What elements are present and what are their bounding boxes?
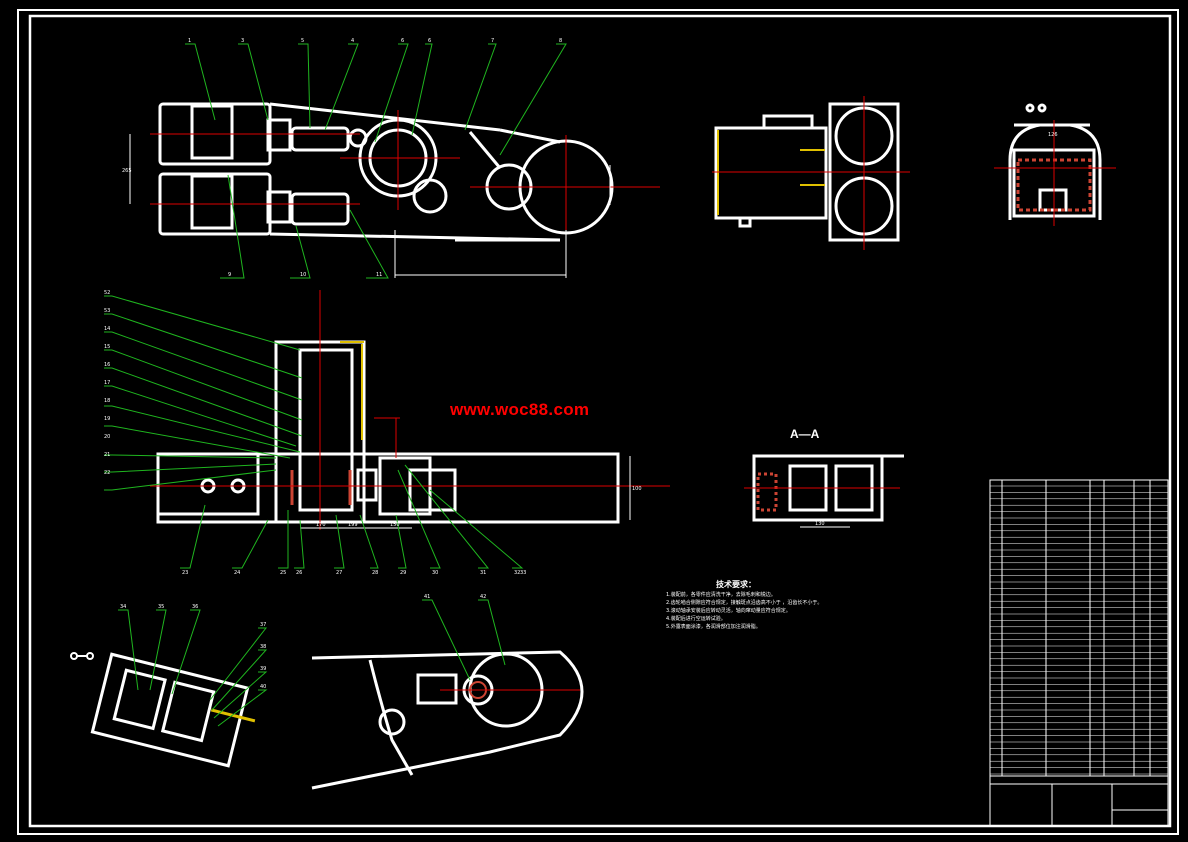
dimension-label: 199 <box>348 522 358 528</box>
tech-requirement-line: 4.装配后进行空运转试验。 <box>666 616 726 622</box>
end-view <box>1008 103 1102 220</box>
dimension-label: 126 <box>1048 132 1058 138</box>
section-view-hatch <box>290 470 352 505</box>
balloon-label: 4 <box>351 38 354 44</box>
balloon-label: 10 <box>300 272 306 278</box>
balloon-label: 32 <box>514 570 520 576</box>
balloon-label: 53 <box>104 308 110 314</box>
dimension-label: 100 <box>632 486 642 492</box>
balloon-label: 30 <box>432 570 438 576</box>
section-view-centerlines <box>150 290 670 530</box>
balloon-label: 33 <box>520 570 526 576</box>
tech-requirements-title: 技术要求： <box>716 580 756 589</box>
balloon-label: 3 <box>241 38 244 44</box>
balloon-label: 40 <box>260 684 266 690</box>
tilted-detail-icon <box>70 652 94 660</box>
balloon-label: 41 <box>424 594 430 600</box>
balloon-label: 39 <box>260 666 266 672</box>
section-label: A—A <box>790 427 820 441</box>
dimension-label: 150 <box>390 522 400 528</box>
aa-hatch <box>756 472 778 512</box>
balloon-label: 21 <box>104 452 110 458</box>
balloon-label: 6 <box>401 38 404 44</box>
side-view-centerlines <box>712 96 910 250</box>
dimension-label: 130 <box>815 521 825 527</box>
tilted-detail-leaders <box>118 609 268 727</box>
balloon-label: 9 <box>228 272 231 278</box>
balloon-label: 52 <box>104 290 110 296</box>
balloon-label: 7 <box>491 38 494 44</box>
balloon-label: 34 <box>120 604 126 610</box>
balloon-label: 26 <box>296 570 302 576</box>
tech-requirement-line: 1.装配前，各零件应清洗干净，去除毛刺和锐边。 <box>666 592 776 598</box>
balloon-label: 22 <box>104 470 110 476</box>
balloon-label: 42 <box>480 594 486 600</box>
balloon-label: 18 <box>104 398 110 404</box>
balloon-label: 17 <box>104 380 110 386</box>
main-view-dims <box>129 134 611 278</box>
frame-view <box>311 650 584 790</box>
inner-frame <box>28 14 1172 828</box>
end-view-centerlines <box>994 120 1116 226</box>
section-view <box>156 340 620 524</box>
balloon-label: 27 <box>336 570 342 576</box>
section-view-dims <box>300 456 631 529</box>
tech-requirement-line: 5.外露表面涂漆，各润滑部位加注润滑脂。 <box>666 624 761 630</box>
section-view-leaders <box>104 295 524 569</box>
balloon-label: 29 <box>400 570 406 576</box>
dimension-label: 170 <box>316 522 326 528</box>
balloon-label: 37 <box>260 622 266 628</box>
balloon-label: 38 <box>260 644 266 650</box>
balloon-label: 19 <box>104 416 110 422</box>
watermark: www.woc88.com <box>450 400 590 419</box>
main-view <box>158 102 614 242</box>
balloon-label: 23 <box>182 570 188 576</box>
balloon-label: 1 <box>188 38 191 44</box>
main-view-leaders <box>185 43 567 279</box>
section-view-accents <box>340 341 364 440</box>
parts-list <box>989 479 1169 827</box>
balloon-label: 8 <box>559 38 562 44</box>
dimension-label: 265 <box>122 168 132 174</box>
balloon-label: 36 <box>192 604 198 610</box>
balloon-label: 14 <box>104 326 110 332</box>
frame-view-leaders <box>422 599 506 681</box>
balloon-label: 6 <box>428 38 431 44</box>
balloon-label: 35 <box>158 604 164 610</box>
balloon-label: 16 <box>104 362 110 368</box>
balloon-label: 5 <box>301 38 304 44</box>
tech-requirement-line: 3.滚动轴承安装后应转动灵活，轴向窜动量应符合规定。 <box>666 608 791 614</box>
balloon-label: 31 <box>480 570 486 576</box>
parts-list-rows <box>990 485 1168 775</box>
balloon-label: 11 <box>376 272 382 278</box>
balloon-label: 25 <box>280 570 286 576</box>
outer-frame <box>17 9 1179 835</box>
balloon-label: 20 <box>104 434 110 440</box>
balloon-label: 24 <box>234 570 240 576</box>
balloon-label: 28 <box>372 570 378 576</box>
tech-requirement-line: 2.齿轮啮合侧隙应符合规定，接触斑点沿齿高不小于 ，沿齿长不小于。 <box>666 600 823 606</box>
main-view-centerlines <box>150 110 660 240</box>
balloon-label: 15 <box>104 344 110 350</box>
